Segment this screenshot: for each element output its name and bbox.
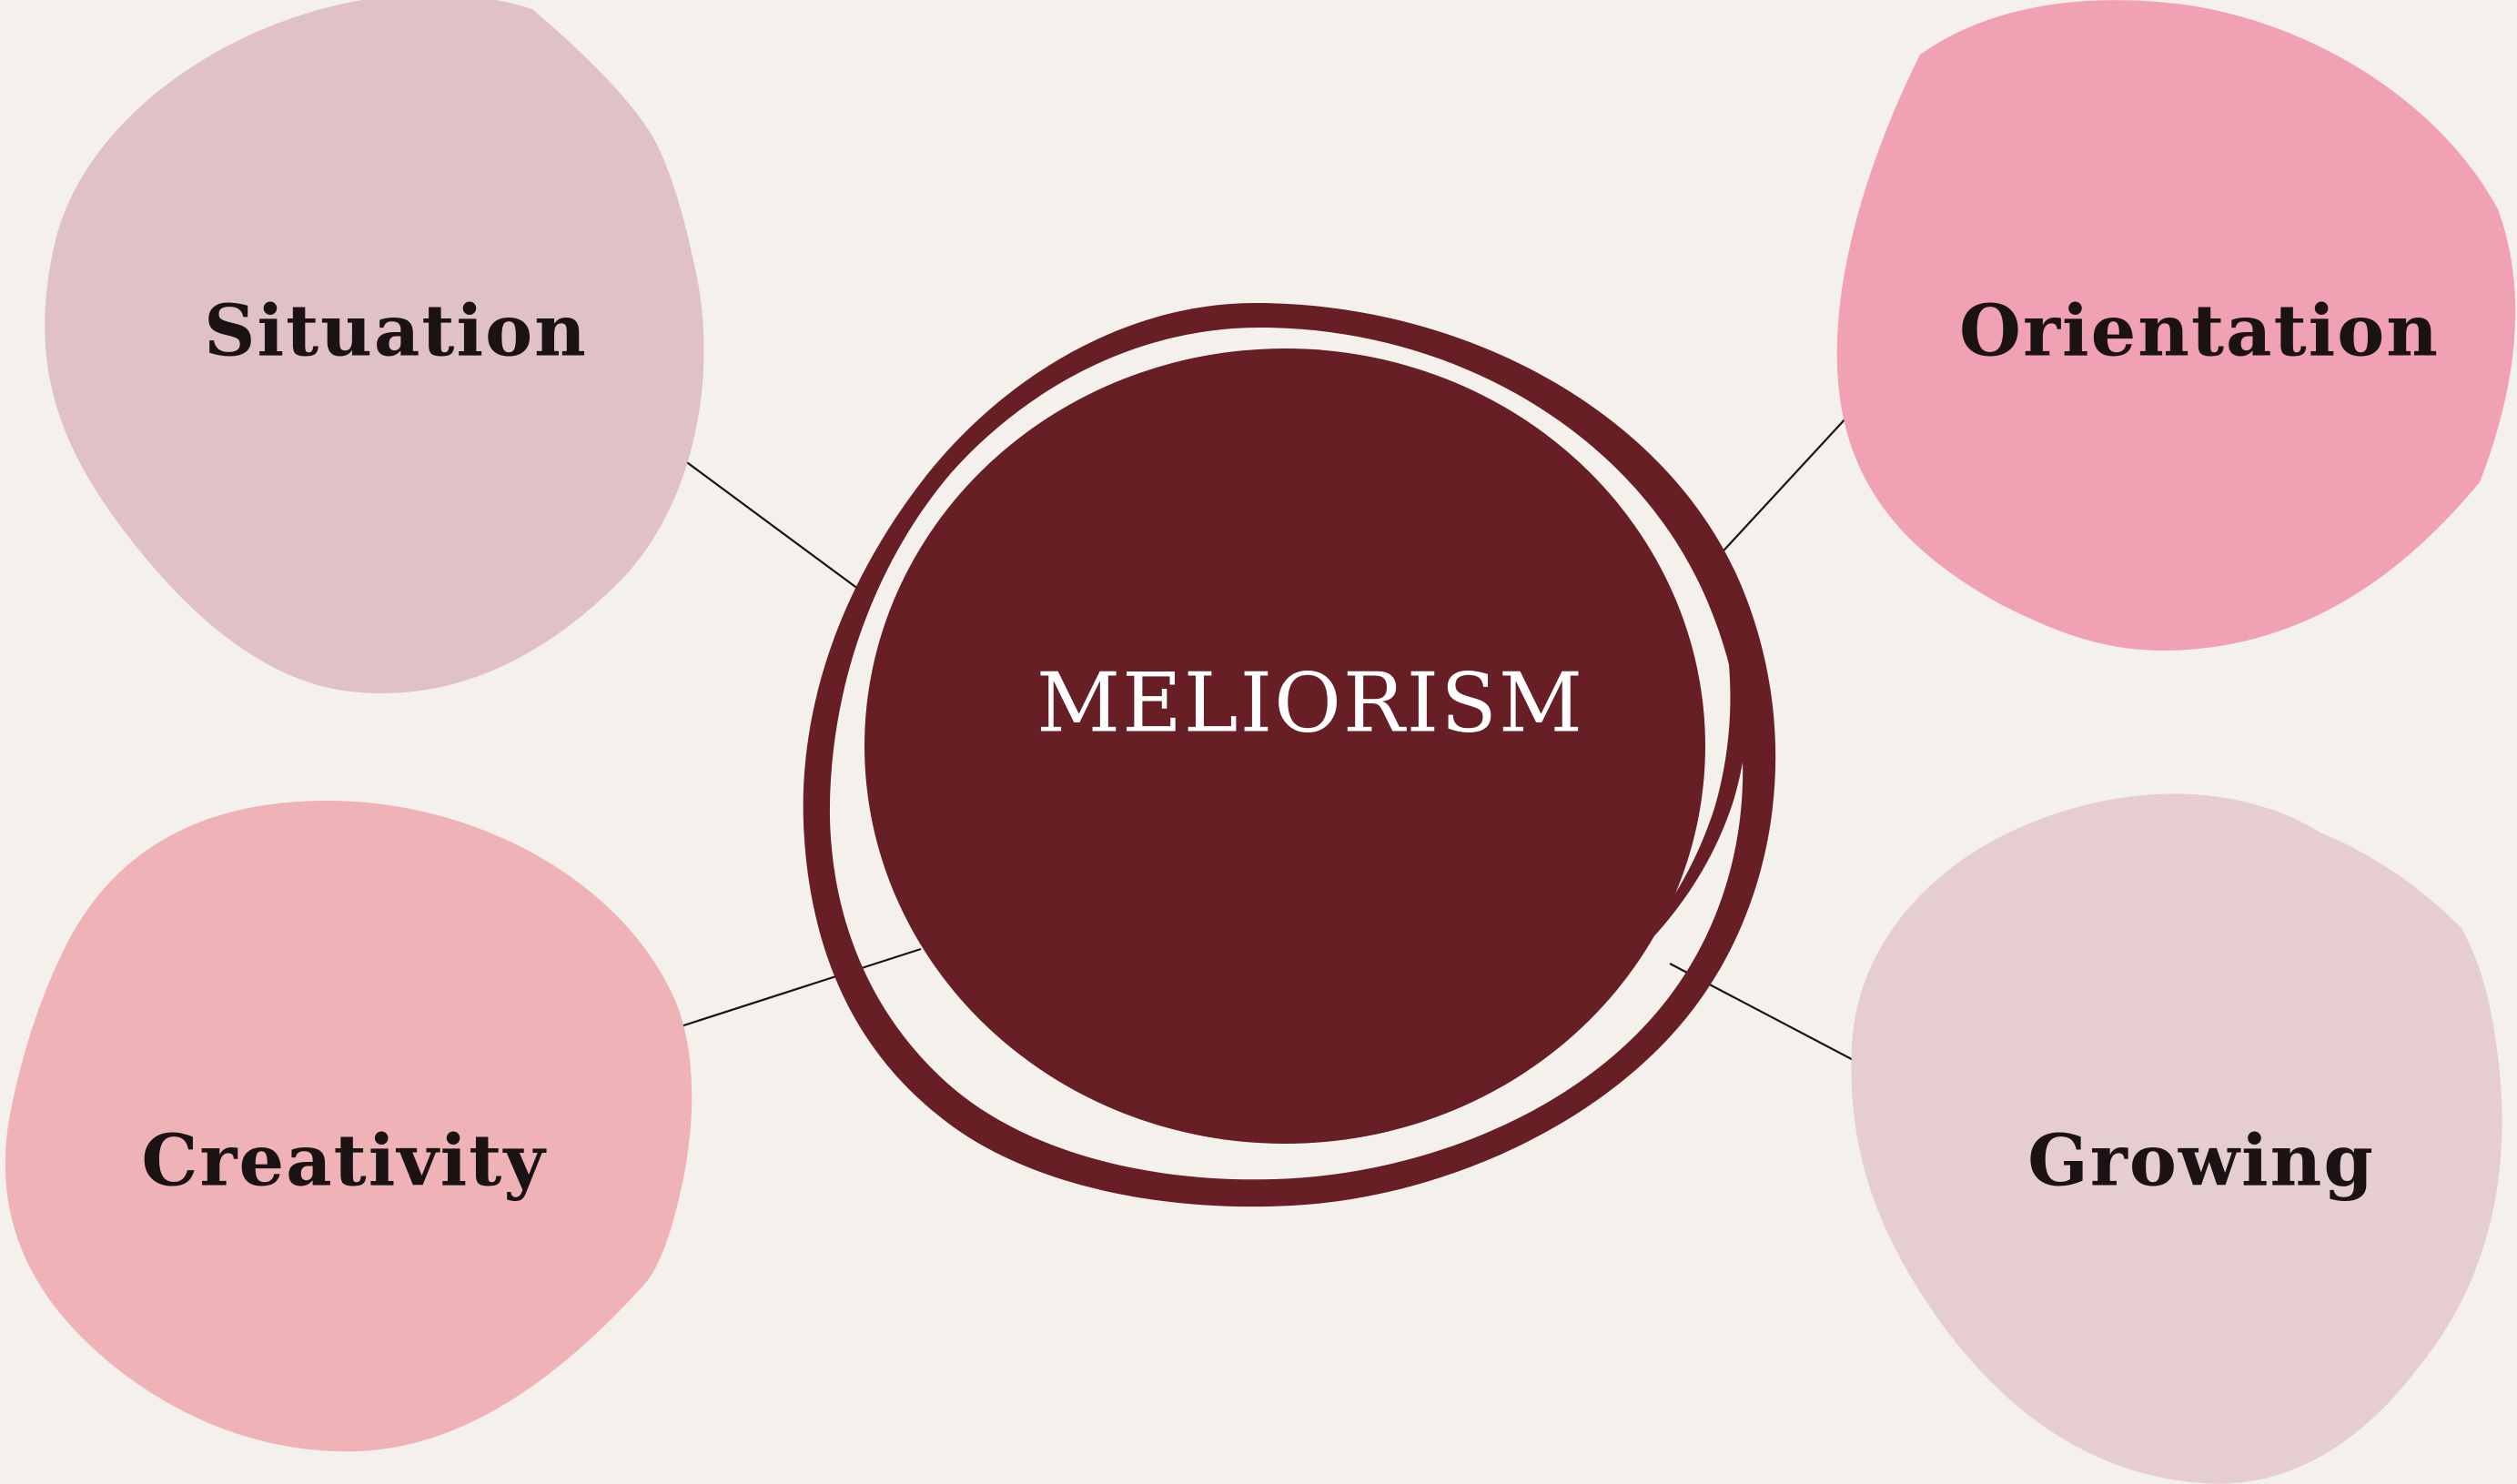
growing-label: Growing	[2027, 1120, 2375, 1203]
connector-situation	[683, 459, 870, 598]
center-core	[864, 348, 1705, 1144]
connectors	[674, 416, 1865, 1066]
situation-label: Situation	[204, 290, 588, 373]
connector-orientation	[1714, 416, 1848, 560]
center-label: MELIORISM	[1036, 655, 1584, 751]
creativity-blob[interactable]	[5, 801, 692, 1452]
creativity-label: Creativity	[141, 1120, 547, 1203]
situation-blob[interactable]	[45, 0, 704, 694]
center-node[interactable]	[803, 303, 1776, 1207]
growing-blob[interactable]	[1851, 793, 2502, 1484]
orientation-blob[interactable]	[1836, 0, 2516, 651]
orientation-label: Orientation	[1959, 290, 2440, 373]
connector-creativity	[674, 947, 922, 1030]
